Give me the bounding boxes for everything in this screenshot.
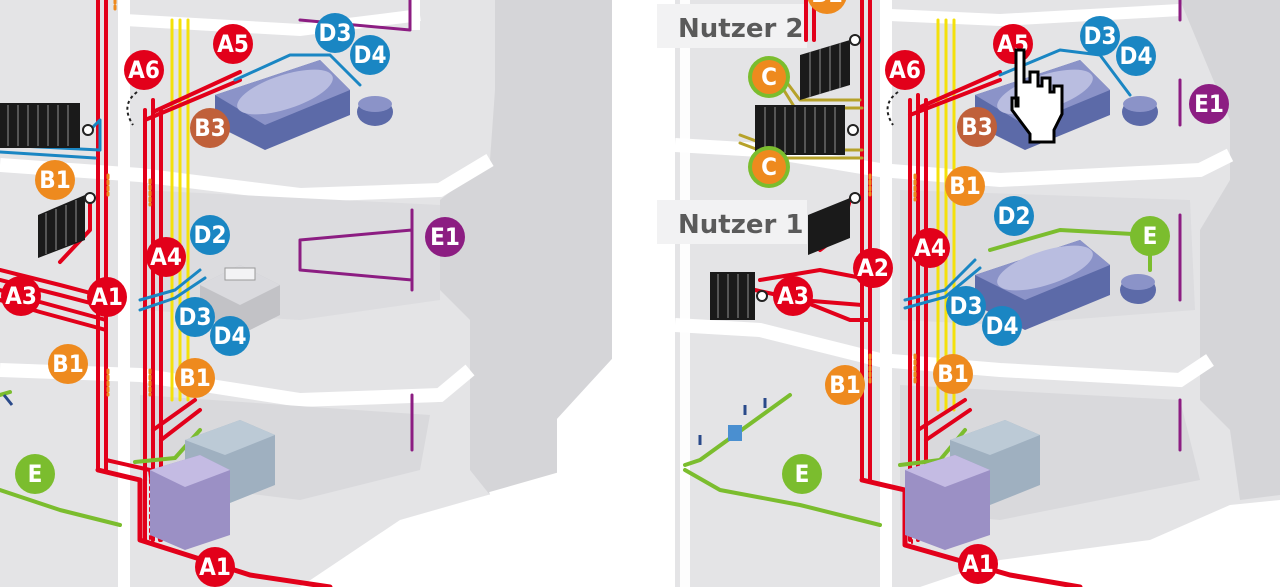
svg-text:A6: A6 bbox=[128, 56, 160, 84]
badge-d3: D3 bbox=[1080, 16, 1120, 56]
svg-text:C: C bbox=[761, 153, 777, 181]
svg-text:A1: A1 bbox=[962, 550, 994, 578]
badge-d2: D2 bbox=[994, 196, 1034, 236]
svg-text:A6: A6 bbox=[889, 56, 921, 84]
svg-text:B1: B1 bbox=[811, 0, 842, 8]
user1-label-box bbox=[657, 200, 807, 244]
svg-text:B3: B3 bbox=[961, 113, 992, 141]
svg-text:A4: A4 bbox=[914, 234, 946, 262]
badge-d4: D4 bbox=[210, 316, 250, 356]
badge-e1: E1 bbox=[1189, 84, 1229, 124]
svg-text:C: C bbox=[761, 63, 777, 91]
badge-d2: D2 bbox=[190, 215, 230, 255]
svg-text:D3: D3 bbox=[950, 292, 983, 320]
badge-b1: B1 bbox=[933, 354, 973, 394]
right-badges: B1 C A6 A5 D3 D4 E1 B3 C B1 D2 E A4 A2 A… bbox=[748, 0, 1229, 584]
badge-b3: B3 bbox=[190, 108, 230, 148]
badge-e: E bbox=[782, 454, 822, 494]
svg-text:A1: A1 bbox=[199, 553, 231, 581]
right-radiator-low bbox=[710, 272, 768, 320]
left-kitchen-unit bbox=[200, 265, 280, 335]
badge-a6: A6 bbox=[885, 50, 925, 90]
right-radiator-top bbox=[800, 34, 861, 100]
badge-d4: D4 bbox=[982, 306, 1022, 346]
svg-text:A2: A2 bbox=[857, 254, 889, 282]
badge-a3: A3 bbox=[1, 276, 41, 316]
svg-text:E1: E1 bbox=[430, 223, 460, 251]
svg-text:D3: D3 bbox=[1084, 22, 1117, 50]
right-garden-taps bbox=[698, 398, 767, 445]
left-plant-units bbox=[150, 420, 275, 550]
svg-text:B1: B1 bbox=[52, 350, 83, 378]
svg-text:D2: D2 bbox=[194, 221, 227, 249]
badge-b1: B1 bbox=[48, 344, 88, 384]
svg-text:B1: B1 bbox=[949, 172, 980, 200]
right-plant-units bbox=[905, 420, 1040, 550]
badge-a4: A4 bbox=[146, 237, 186, 277]
badge-a6: A6 bbox=[124, 50, 164, 90]
left-garden-tap bbox=[2, 394, 14, 406]
svg-text:D4: D4 bbox=[214, 322, 247, 350]
svg-text:D4: D4 bbox=[1120, 42, 1153, 70]
right-radiator-user1 bbox=[808, 192, 861, 255]
badge-d3: D3 bbox=[175, 297, 215, 337]
badge-d3: D3 bbox=[946, 286, 986, 326]
svg-text:E: E bbox=[1143, 222, 1158, 250]
svg-text:A3: A3 bbox=[777, 282, 809, 310]
svg-text:E: E bbox=[795, 460, 810, 488]
badge-d3: D3 bbox=[315, 13, 355, 53]
badge-b1: B1 bbox=[825, 365, 865, 405]
user1-label: Nutzer 1 bbox=[678, 210, 803, 240]
svg-text:E1: E1 bbox=[1194, 90, 1224, 118]
svg-text:B1: B1 bbox=[829, 371, 860, 399]
right-washbasin-top bbox=[1122, 96, 1158, 126]
badge-d4: D4 bbox=[350, 35, 390, 75]
left-washbasin bbox=[357, 96, 393, 126]
user2-label-box bbox=[657, 4, 807, 48]
badge-a1: A1 bbox=[195, 547, 235, 587]
badge-a4: A4 bbox=[910, 228, 950, 268]
svg-text:D2: D2 bbox=[998, 202, 1031, 230]
left-radiator-top bbox=[0, 103, 94, 148]
svg-text:A1: A1 bbox=[91, 283, 123, 311]
badge-b1: B1 bbox=[175, 358, 215, 398]
svg-text:D4: D4 bbox=[986, 312, 1019, 340]
left-radiator-mid bbox=[38, 192, 96, 258]
svg-text:D4: D4 bbox=[354, 41, 387, 69]
badge-b1: B1 bbox=[35, 160, 75, 200]
badge-b3: B3 bbox=[957, 107, 997, 147]
right-a6-arrow bbox=[886, 91, 899, 126]
badge-a1: A1 bbox=[87, 277, 127, 317]
left-bathtub bbox=[215, 60, 350, 150]
badge-a3: A3 bbox=[773, 276, 813, 316]
right-pipes bbox=[683, 0, 1182, 587]
left-badges: A6 A5 D3 D4 B3 B1 D2 A4 E1 A3 A1 D3 D4 B… bbox=[1, 13, 465, 587]
svg-text:B1: B1 bbox=[39, 166, 70, 194]
badge-e: E bbox=[1130, 216, 1170, 256]
svg-text:B1: B1 bbox=[179, 364, 210, 392]
svg-text:A5: A5 bbox=[217, 30, 249, 58]
svg-text:B3: B3 bbox=[194, 114, 225, 142]
svg-text:B1: B1 bbox=[937, 360, 968, 388]
badge-b1-cut: B1 bbox=[807, 0, 847, 14]
badge-a5: A5 bbox=[213, 24, 253, 64]
badge-a5: A5 bbox=[993, 24, 1033, 64]
badge-a2: A2 bbox=[853, 248, 893, 288]
badge-e: E bbox=[15, 454, 55, 494]
svg-text:A3: A3 bbox=[5, 282, 37, 310]
badge-d4: D4 bbox=[1116, 36, 1156, 76]
svg-text:A4: A4 bbox=[150, 243, 182, 271]
hand-pointer-icon bbox=[1010, 48, 1064, 144]
svg-text:D3: D3 bbox=[319, 19, 352, 47]
svg-text:E: E bbox=[28, 460, 43, 488]
badge-b1: B1 bbox=[945, 166, 985, 206]
user2-label: Nutzer 2 bbox=[678, 14, 803, 44]
badge-e1: E1 bbox=[425, 217, 465, 257]
badge-c: C bbox=[748, 146, 790, 188]
badge-a1: A1 bbox=[958, 544, 998, 584]
svg-text:D3: D3 bbox=[179, 303, 212, 331]
right-washbasin-mid bbox=[1120, 274, 1156, 304]
badge-c: C bbox=[748, 56, 790, 98]
